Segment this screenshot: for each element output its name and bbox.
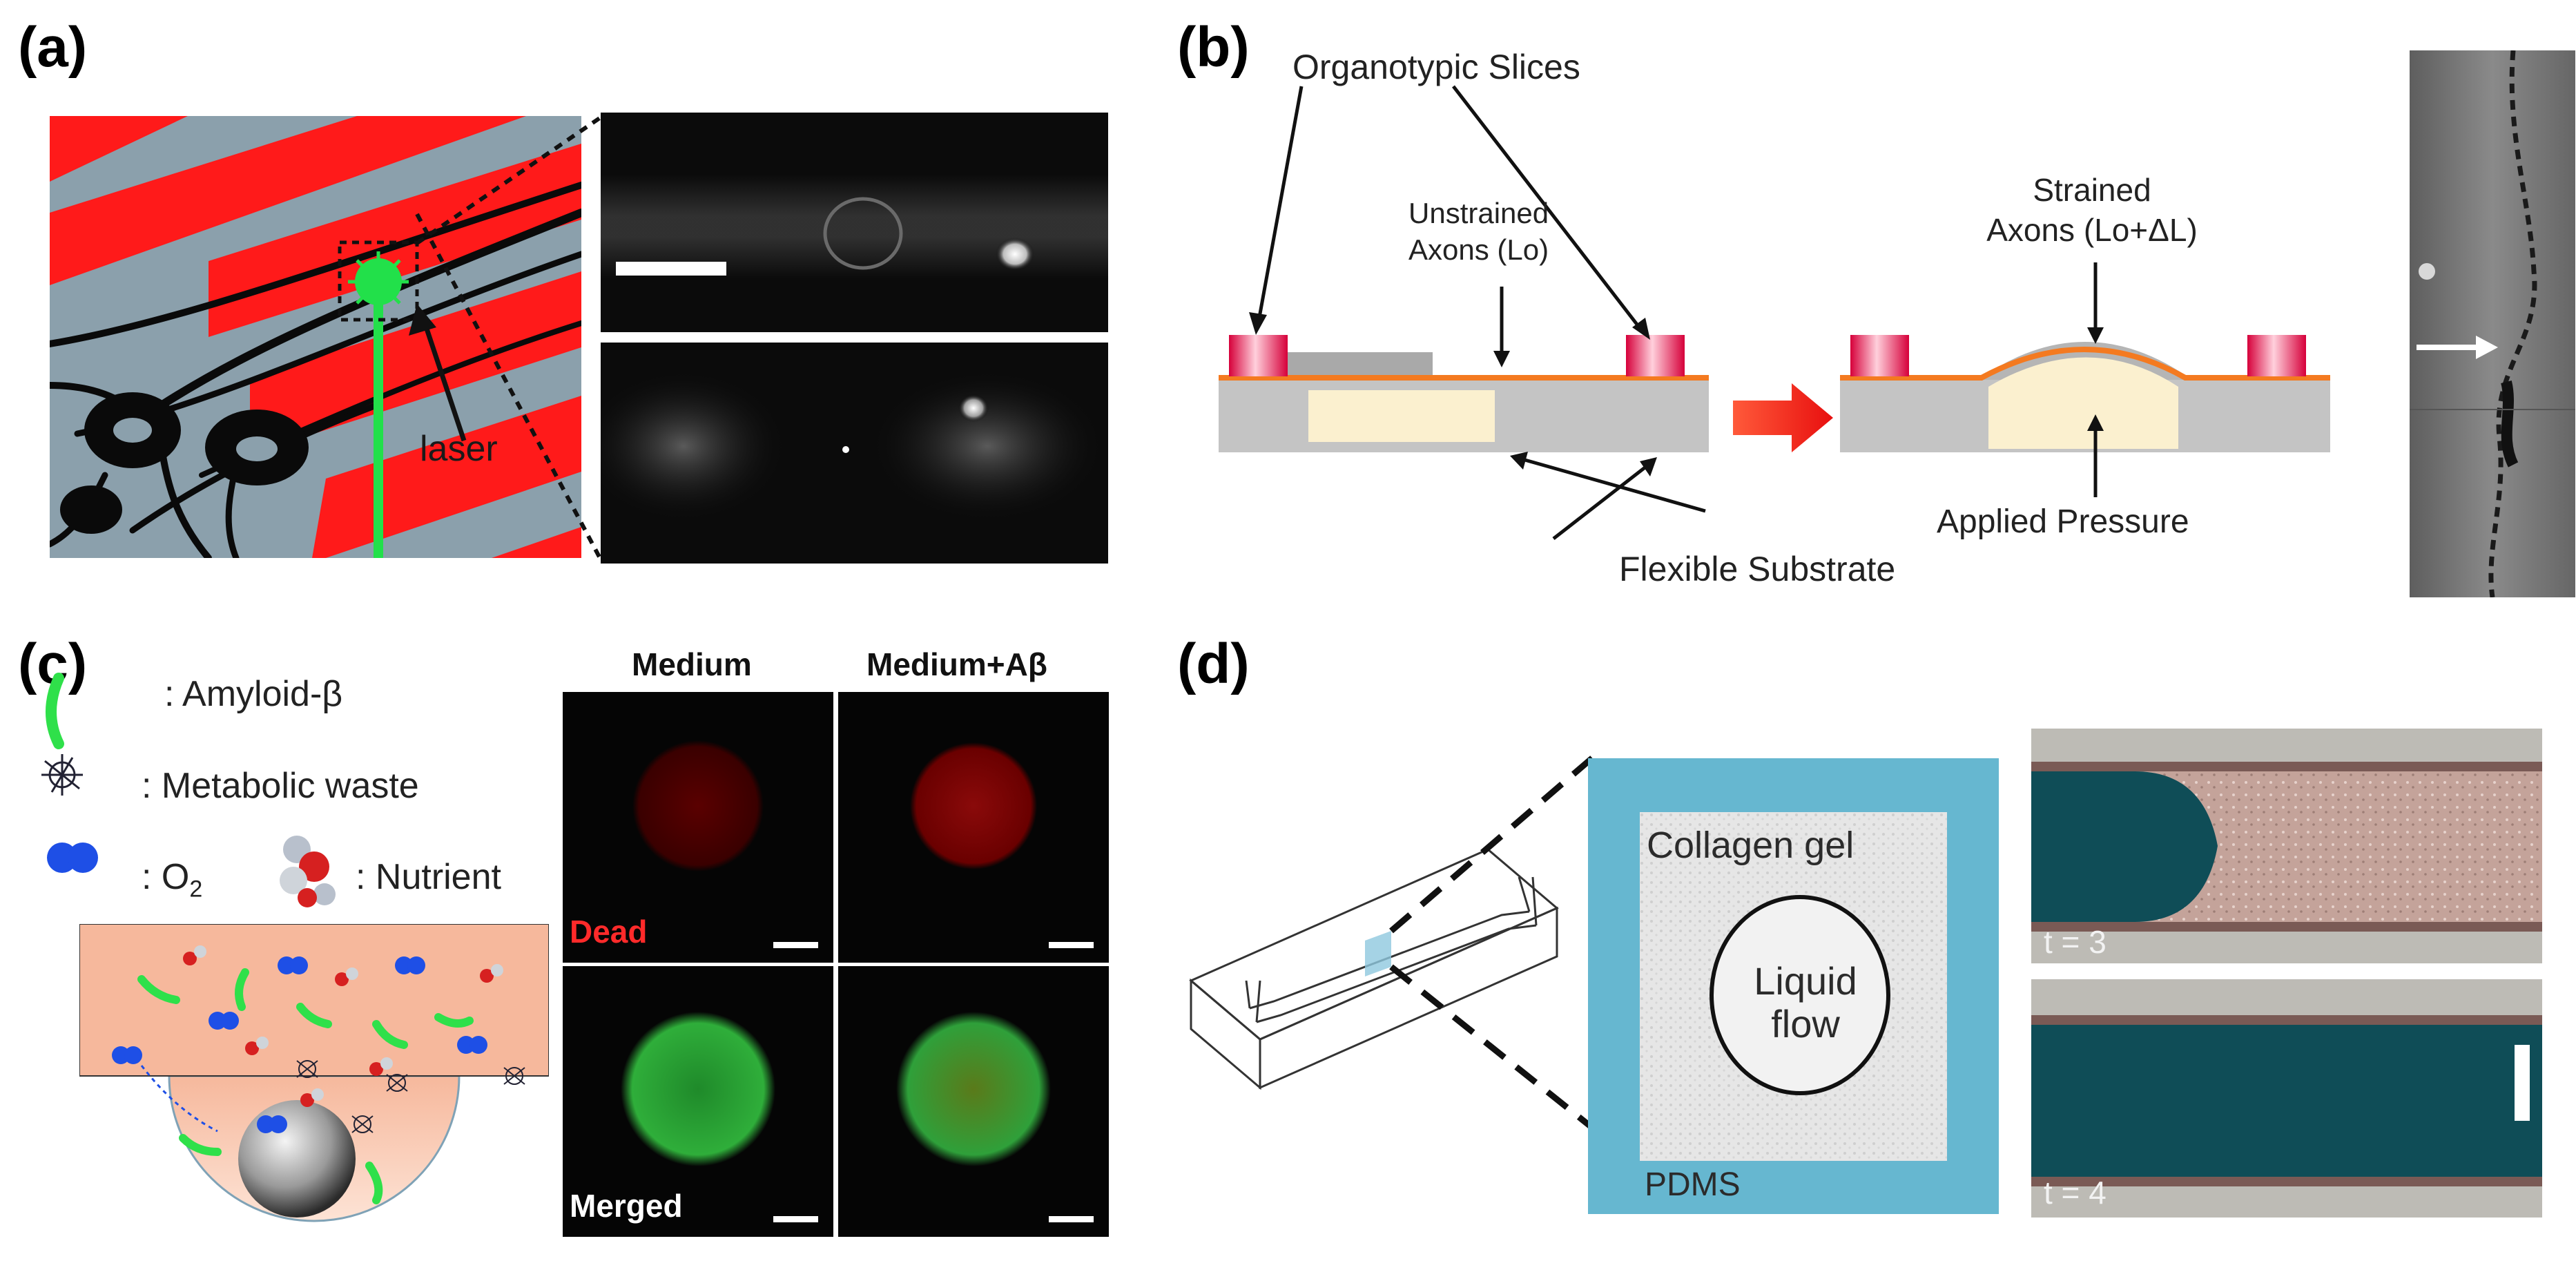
panel-label-d: (d): [1177, 633, 1250, 695]
organotypic-slices-label: Organotypic Slices: [1292, 48, 1580, 86]
stretch-injury-diagram: [1198, 41, 2372, 594]
stretched-axon-micrograph: [2410, 50, 2575, 597]
laser-label: laser: [420, 429, 498, 469]
scale-bar: [2515, 1045, 2530, 1121]
liquid-flow-label-2: flow: [1771, 1002, 1840, 1046]
unstrained-label-2: Axons (Lo): [1408, 233, 1549, 266]
flexible-substrate-label: Flexible Substrate: [1619, 550, 1896, 588]
scale-bar: [773, 1216, 818, 1222]
unstrained-label-1: Unstrained: [1408, 197, 1549, 229]
legend-amyloid: : Amyloid-β: [164, 674, 343, 714]
scale-bar: [1049, 1216, 1094, 1222]
panel-label-a: (a): [18, 16, 88, 79]
merged-medium-image: Merged: [563, 966, 833, 1237]
legend-o2: : O2: [142, 857, 203, 903]
laser-axotomy-schematic: [50, 116, 581, 558]
collagen-gel-label: Collagen gel: [1647, 825, 1854, 866]
time-label-t4: t = 4: [2044, 1175, 2107, 1211]
applied-pressure-label: Applied Pressure: [1937, 503, 2189, 540]
dead-medium-abeta-image: [838, 692, 1109, 963]
o2-icon: [47, 843, 98, 873]
legend-nutrient: : Nutrient: [356, 857, 501, 897]
column-header-medium: Medium: [632, 646, 752, 682]
scale-bar: [1049, 942, 1094, 948]
scale-bar: [616, 262, 726, 276]
channel-cross-section: Collagen gel Liquid flow PDMS: [1588, 758, 1999, 1214]
row-label-dead: Dead: [570, 914, 648, 950]
strained-label-2: Axons (Lo+ΔL): [1986, 212, 2198, 248]
merged-medium-abeta-image: [838, 966, 1109, 1237]
waste-icon: [41, 754, 83, 796]
row-label-merged: Merged: [570, 1188, 683, 1224]
liquid-flow-label-1: Liquid: [1754, 959, 1857, 1003]
collagen-gel-region: [1640, 812, 1947, 1161]
time-label-t3: t = 3: [2044, 924, 2107, 960]
white-arrow-icon: [2417, 336, 2498, 359]
column-header-medium-abeta: Medium+Aβ: [866, 646, 1047, 682]
legend-icons: [41, 673, 98, 873]
dead-medium-image: Dead: [563, 692, 833, 963]
nutrient-icon: [280, 836, 336, 907]
panel-label-b: (b): [1177, 16, 1250, 79]
axon-before-micrograph: [601, 113, 1108, 332]
zoom-guide-lines: [415, 115, 603, 561]
spheroid-culture-schematic: [79, 923, 550, 1235]
pdms-label: PDMS: [1645, 1166, 1741, 1203]
strained-label-1: Strained: [2033, 172, 2151, 208]
microchannel-device-schematic: [1184, 746, 1612, 1135]
legend-metabolic-waste: : Metabolic waste: [142, 766, 419, 806]
perfusion-t3-image: t = 3: [2031, 729, 2542, 963]
amyloid-icon: [46, 673, 64, 749]
perfusion-t4-image: t = 4: [2031, 979, 2542, 1217]
axon-after-micrograph: [601, 343, 1108, 564]
scale-bar: [773, 942, 818, 948]
